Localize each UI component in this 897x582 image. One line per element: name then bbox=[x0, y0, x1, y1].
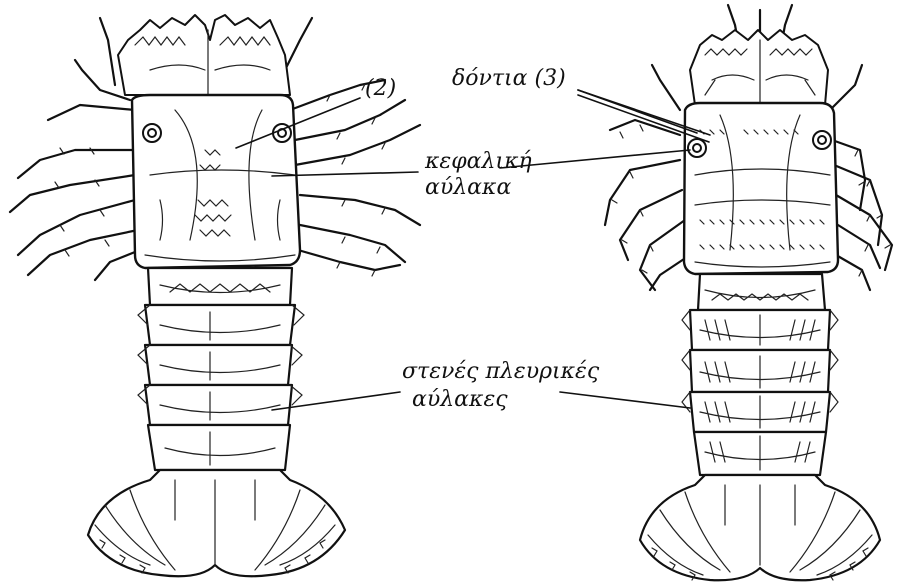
label-kefaliki-line1: κεφαλική bbox=[424, 149, 532, 174]
left-carapace bbox=[132, 95, 300, 268]
right-carapace bbox=[684, 103, 838, 274]
right-tail-fan bbox=[640, 475, 880, 580]
label-pleurikes-line2: αύλακες bbox=[412, 387, 508, 412]
left-abdomen bbox=[138, 268, 304, 470]
right-antennal-plates bbox=[690, 30, 828, 105]
label-kefaliki-line2: αύλακα bbox=[425, 175, 511, 200]
left-tail-fan bbox=[88, 470, 345, 576]
right-lobster bbox=[605, 5, 892, 580]
left-antennal-plates bbox=[118, 15, 290, 95]
right-abdomen bbox=[682, 274, 838, 475]
label-dontia: δόντια (3) bbox=[452, 66, 566, 91]
label-num2: (2) bbox=[365, 76, 396, 101]
label-pleurikes-line1: στενές πλευρικές bbox=[402, 359, 600, 384]
leader-pleurikes-right bbox=[560, 392, 690, 408]
